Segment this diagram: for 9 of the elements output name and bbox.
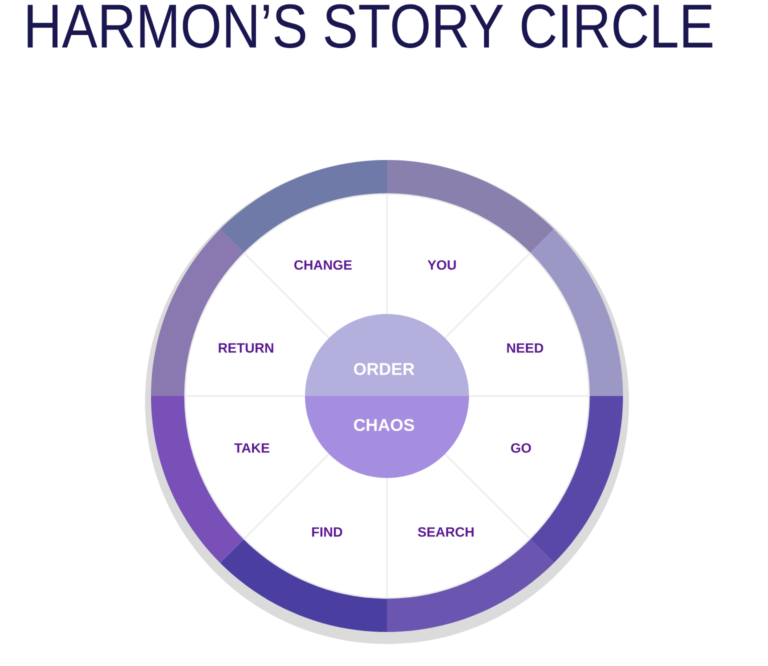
stage-label: TAKE: [234, 443, 270, 453]
stage-label: CHANGE: [294, 260, 352, 270]
stage-label: SEARCH: [418, 527, 474, 537]
stage-label: GO: [511, 443, 531, 453]
stage-label: NEED: [507, 343, 544, 353]
stage-label: YOU: [428, 260, 456, 270]
stage-label: FIND: [312, 527, 342, 537]
stage-label: RETURN: [218, 343, 274, 353]
title: HARMON’S STORY CIRCLE: [28, 4, 712, 48]
